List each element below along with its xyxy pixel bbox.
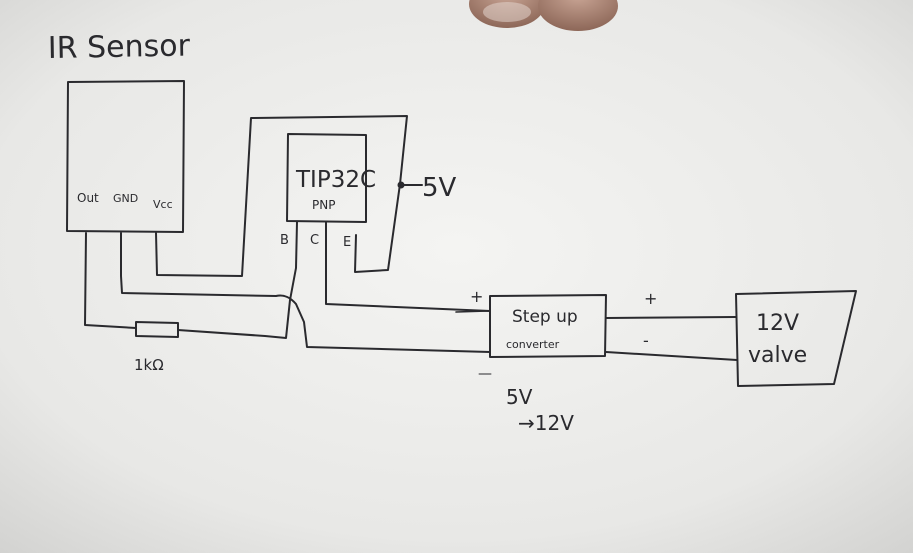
finger-shadow xyxy=(469,0,618,31)
converter-box xyxy=(489,294,607,358)
valve-box xyxy=(735,290,857,387)
converter-label-1: Step up xyxy=(512,307,578,327)
converter-label-2: converter xyxy=(506,338,560,351)
conversion-in-label: 5V xyxy=(506,385,533,409)
ir-sensor-title: IR Sensor xyxy=(48,29,191,66)
valve-label-1: 12V xyxy=(756,311,799,336)
pin-label-e: E xyxy=(343,235,351,250)
wire-gnd xyxy=(120,232,491,353)
converter-out-plus: + xyxy=(644,289,657,308)
wire-collector xyxy=(325,221,491,312)
wires: 5V 1kΩ xyxy=(84,115,491,374)
transistor-type: PNP xyxy=(312,198,335,212)
pin-label-c: C xyxy=(310,233,319,248)
valve-label-2: valve xyxy=(748,343,807,368)
pin-label-gnd: GND xyxy=(113,192,138,205)
resistor-body xyxy=(135,321,179,338)
converter-in-minus: — xyxy=(478,366,492,382)
wire-out xyxy=(84,232,137,329)
conversion-out-label: →12V xyxy=(518,411,574,435)
resistor-label: 1kΩ xyxy=(134,356,164,374)
wire-out-plus xyxy=(605,316,737,319)
transistor-name: TIP32C xyxy=(295,167,376,193)
converter-in-plus: + xyxy=(470,287,483,306)
wire-out-minus xyxy=(605,351,738,361)
pin-label-b: B xyxy=(280,233,289,248)
pin-label-out: Out xyxy=(77,191,99,205)
transistor-box xyxy=(286,133,367,223)
converter-out-minus: - xyxy=(643,331,649,350)
supply-label: 5V xyxy=(422,173,457,203)
minus-stub xyxy=(455,310,489,313)
ir-sensor-box xyxy=(66,80,185,233)
pin-label-vcc: Vcc xyxy=(153,198,173,211)
wire-resistor-to-base xyxy=(177,221,298,339)
wire-vcc-to-emitter xyxy=(155,115,408,277)
